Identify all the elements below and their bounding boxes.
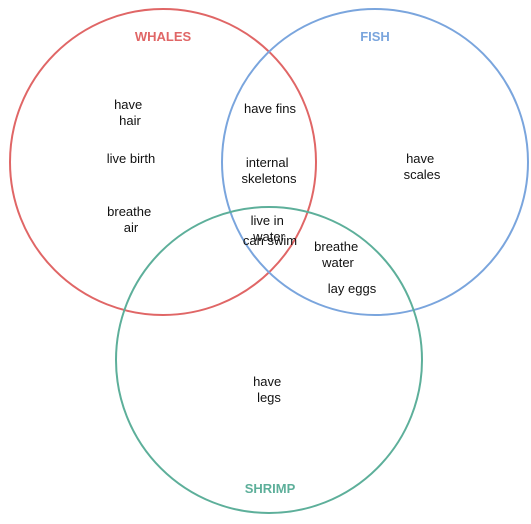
fish-title: FISH <box>360 29 390 44</box>
whales-title: WHALES <box>135 29 192 44</box>
region-whales-fish-skeletons: internal skeletons <box>242 155 297 186</box>
region-whales-air: breathe air <box>107 204 155 235</box>
region-whales-fish-fins: have fins <box>244 101 297 116</box>
region-whales-birth: live birth <box>107 151 155 166</box>
region-whales-hair: have hair <box>114 97 146 128</box>
region-shrimp-legs: have legs <box>253 374 285 405</box>
region-fish-shrimp-water: breathe water <box>314 239 362 270</box>
shrimp-title: SHRIMP <box>245 481 296 496</box>
region-all-live-water: live in water <box>251 213 288 244</box>
region-fish-shrimp-eggs: lay eggs <box>328 281 377 296</box>
whales-circle <box>9 8 317 316</box>
region-all-can-swim: can swim <box>243 233 297 248</box>
shrimp-circle <box>115 206 423 514</box>
region-fish-scales: have scales <box>404 151 441 182</box>
fish-circle <box>221 8 529 316</box>
